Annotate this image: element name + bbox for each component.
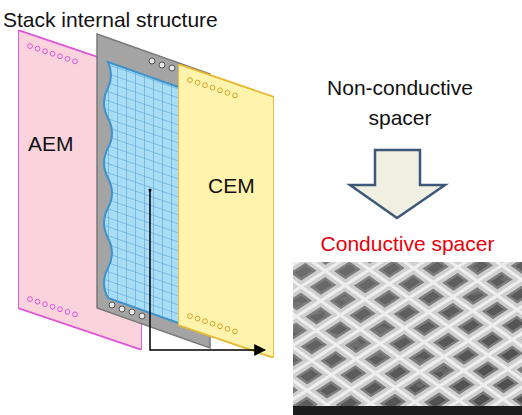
- port-hole: [233, 93, 238, 98]
- port-hole: [225, 90, 230, 95]
- port-hole: [149, 58, 155, 64]
- port-hole: [35, 46, 40, 51]
- diagram-title: Stack internal structure: [3, 6, 218, 34]
- leader-start: [149, 189, 152, 192]
- membrane-sheet: [18, 30, 142, 350]
- port-hole: [35, 299, 40, 304]
- port-hole: [65, 309, 70, 314]
- mesh-strand: [345, 262, 522, 415]
- port-hole: [109, 302, 115, 308]
- sem-image-panel: Conductive spacer: [293, 228, 522, 415]
- port-hole: [28, 297, 33, 302]
- port-hole: [159, 62, 165, 68]
- membrane-label: CEM: [208, 172, 255, 200]
- port-hole: [210, 321, 215, 326]
- sem-info-bar: [293, 406, 522, 415]
- port-hole: [195, 80, 200, 85]
- block-arrow: [350, 150, 445, 218]
- port-hole: [65, 56, 70, 61]
- mesh-strand: [391, 262, 522, 415]
- annotation-label: Non-conductive spacer: [315, 73, 485, 133]
- port-hole: [210, 85, 215, 90]
- mesh-strand: [299, 262, 522, 415]
- port-hole: [218, 88, 223, 93]
- port-hole: [218, 324, 223, 329]
- port-hole: [129, 309, 135, 315]
- port-hole: [225, 326, 230, 331]
- port-hole: [139, 313, 145, 319]
- port-hole: [43, 49, 48, 54]
- port-hole: [119, 306, 125, 312]
- port-hole: [203, 319, 208, 324]
- panel-outline: [178, 64, 274, 358]
- panel-heading: Conductive spacer: [293, 230, 522, 258]
- port-hole: [58, 307, 63, 312]
- port-hole: [169, 65, 175, 71]
- port-hole: [43, 302, 48, 307]
- membrane-sheet: [178, 64, 274, 358]
- port-hole: [188, 78, 193, 83]
- port-hole: [73, 312, 78, 317]
- port-hole: [58, 54, 63, 59]
- port-hole: [50, 304, 55, 309]
- port-hole: [203, 83, 208, 88]
- mesh-strand: [483, 262, 522, 415]
- port-hole: [73, 59, 78, 64]
- port-hole: [28, 44, 33, 49]
- sem-image: [293, 262, 522, 415]
- port-hole: [188, 314, 193, 319]
- port-hole: [233, 329, 238, 334]
- sem-micrograph: [293, 262, 522, 415]
- cation-membrane: CEM: [178, 64, 274, 358]
- port-hole: [195, 316, 200, 321]
- mesh-strand: [293, 262, 447, 415]
- mesh-strand: [437, 262, 522, 415]
- mesh-strand: [391, 262, 522, 415]
- membrane-label: AEM: [28, 130, 74, 158]
- port-hole: [50, 51, 55, 56]
